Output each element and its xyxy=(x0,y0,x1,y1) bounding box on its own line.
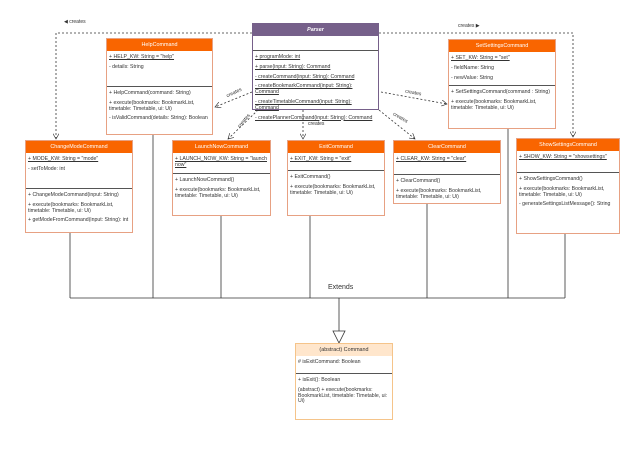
class-attribute: + SHOW_KW: String = "showsettings" xyxy=(519,154,607,160)
class-method: + HelpCommand(command: String) xyxy=(109,90,191,96)
methods-section: + ClearCommand() + execute(bookmarks: Boo… xyxy=(394,175,500,206)
creates-arrow-help xyxy=(215,91,253,107)
class-method: + ExitCommand() xyxy=(290,174,331,180)
attributes-section: + CLEAR_KW: String = "clear" xyxy=(394,153,500,175)
creates-arrow-setsettings xyxy=(380,91,447,104)
class-setsettings[interactable]: SetSettingsCommand+ SET_KW: String = "se… xyxy=(448,39,556,129)
class-method: + programMode: int xyxy=(255,54,301,60)
class-method: + isExit(): Boolean xyxy=(298,377,341,383)
attributes-section: + MODE_KW: String = "mode" - setToMode: i… xyxy=(26,153,132,189)
inheritance-lines xyxy=(69,129,566,344)
attributes-section: # isExitCommand: Boolean xyxy=(296,356,392,374)
class-name: ClearCommand xyxy=(394,141,500,153)
class-method: - createBookmarkCommand(input: String): … xyxy=(255,83,353,96)
class-attribute: - fieldName: String xyxy=(451,64,494,71)
methods-section: + LaunchNowCommand() + execute(bookmarks:… xyxy=(173,174,270,205)
class-command[interactable]: (abstract) Command # isExitCommand: Boole… xyxy=(295,343,393,420)
creates-label-left: ◀ creates xyxy=(64,19,86,25)
class-method: + execute(bookmarks: BookmarkList, timet… xyxy=(451,98,537,111)
class-clear[interactable]: ClearCommand + CLEAR_KW: String = "clear"… xyxy=(393,140,501,204)
class-launchnow[interactable]: LaunchNowCommand + LAUNCH_NOW_KW: String … xyxy=(172,140,271,216)
class-method: - createTimetableCommand(input: String):… xyxy=(255,98,352,111)
class-method: + execute(bookmarks: BookmarkList, timet… xyxy=(396,187,482,200)
creates-label-exit: creates xyxy=(308,121,325,127)
class-name: Parser xyxy=(253,24,378,36)
attributes-section xyxy=(253,36,378,51)
class-help[interactable]: HelpCommand + HELP_KW: String = "help" - d… xyxy=(106,38,213,135)
attributes-section: + EXIT_KW: String = "exit" xyxy=(288,153,384,171)
class-method: + getModeFromCommand(input: String): int xyxy=(28,217,129,224)
class-name: (abstract) Command xyxy=(296,344,392,356)
class-name: SetSettingsCommand xyxy=(449,40,555,52)
class-attribute: - setToMode: int xyxy=(28,165,65,172)
class-method: - generateSettingsListMessage(): String xyxy=(519,201,611,208)
inheritance-triangle xyxy=(332,330,346,344)
class-name: ShowSettingsCommand xyxy=(517,139,619,151)
class-parser[interactable]: Parser + programMode: int + parse(input: S… xyxy=(252,23,379,120)
attributes-section: + SET_KW: String = "set" - fieldName: Str… xyxy=(449,52,555,86)
class-method: - isValidCommand(details: String): Boole… xyxy=(109,115,208,122)
class-attribute: # isExitCommand: Boolean xyxy=(298,359,361,365)
class-attribute: + LAUNCH_NOW_KW: String = "launch now" xyxy=(175,156,267,168)
methods-section: + HelpCommand(command: String) + execute(… xyxy=(107,87,212,128)
methods-section: + programMode: int + parse(input: String)… xyxy=(253,51,378,127)
class-attribute: + CLEAR_KW: String = "clear" xyxy=(396,156,467,162)
methods-section: + SetSettingsCommand(command : String) + … xyxy=(449,86,555,117)
class-attribute: + MODE_KW: String = "mode" xyxy=(28,156,99,162)
class-method: + execute(bookmarks: BookmarkList, timet… xyxy=(28,201,114,214)
methods-section: + ChangeModeCommand(input: String) + exec… xyxy=(26,189,132,230)
creates-arrow-showsettings xyxy=(379,32,573,137)
methods-section: + isExit(): Boolean (abstract) + execute(… xyxy=(296,374,392,411)
class-attribute: + HELP_KW: String = "help" xyxy=(109,54,175,60)
class-attribute: + SET_KW: String = "set" xyxy=(451,55,510,61)
class-method: (abstract) + execute(bookmarks: Bookmark… xyxy=(298,386,388,405)
class-method: + execute(bookmarks: BookmarkList, timet… xyxy=(290,183,376,196)
attributes-section: + SHOW_KW: String = "showsettings" xyxy=(517,151,619,173)
attributes-section: + HELP_KW: String = "help" - details: Str… xyxy=(107,51,212,87)
class-showsettings[interactable]: ShowSettingsCommand + SHOW_KW: String = "… xyxy=(516,138,620,234)
class-exit[interactable]: ExitCommand + EXIT_KW: String = "exit" + E… xyxy=(287,140,385,216)
class-attribute: - details: String xyxy=(109,63,144,70)
extends-label: Extends xyxy=(328,284,354,291)
class-method: + ShowSettingsCommand() xyxy=(519,176,583,182)
class-method: + parse(input: String): Command xyxy=(255,63,331,70)
class-attribute: - newValue: String xyxy=(451,74,494,81)
class-attribute: + EXIT_KW: String = "exit" xyxy=(290,156,352,162)
creates-arrow-changemode xyxy=(56,32,252,139)
class-method: + LaunchNowCommand() xyxy=(175,177,235,183)
class-method: + execute(bookmarks: BookmarkList, timet… xyxy=(175,186,261,199)
class-method: + execute(bookmarks: BookmarkList, timet… xyxy=(519,185,605,198)
class-name: LaunchNowCommand xyxy=(173,141,270,153)
class-method: - createPlannerCommand(input: String): C… xyxy=(255,114,373,121)
class-method: + ChangeModeCommand(input: String) xyxy=(28,192,119,198)
class-name: ExitCommand xyxy=(288,141,384,153)
class-method: + execute(bookmarks: BookmarkList, timet… xyxy=(109,99,195,112)
creates-arrow-launchnow xyxy=(228,109,259,139)
class-name: ChangeModeCommand xyxy=(26,141,132,153)
methods-section: + ShowSettingsCommand() + execute(bookmar… xyxy=(517,173,619,214)
creates-label-right: creates ▶ xyxy=(458,23,480,29)
class-changemode[interactable]: ChangeModeCommand+ MODE_KW: String = "mo… xyxy=(25,140,133,233)
class-name: HelpCommand xyxy=(107,39,212,51)
attributes-section: + LAUNCH_NOW_KW: String = "launch now" xyxy=(173,153,270,174)
methods-section: + ExitCommand() + execute(bookmarks: Book… xyxy=(288,171,384,202)
class-method: - createCommand(input: String): Command xyxy=(255,73,355,80)
class-method: + ClearCommand() xyxy=(396,178,441,184)
class-method: + SetSettingsCommand(command : String) xyxy=(451,89,551,95)
